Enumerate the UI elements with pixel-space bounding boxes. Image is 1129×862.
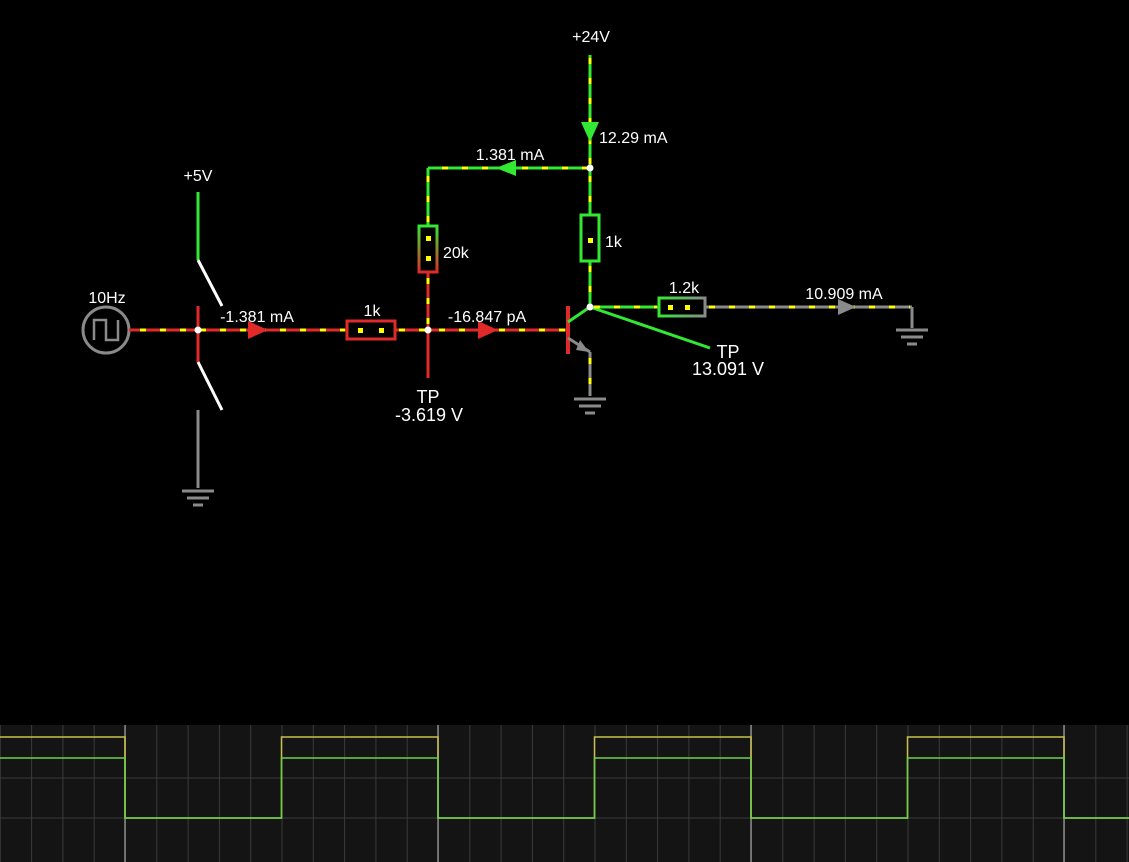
scope-trace-output — [0, 757, 1129, 819]
labels: +24V +5V 10Hz 12.29 mA 1.381 mA 20k 1k -… — [88, 29, 883, 425]
resistor-load[interactable] — [657, 296, 707, 318]
resistor-feedback[interactable] — [417, 224, 439, 274]
resistors — [345, 213, 707, 341]
junction-nodes — [194, 164, 594, 334]
load-resistor-label: 1.2k — [669, 280, 700, 297]
tp-base-value: -3.619 V — [395, 405, 463, 425]
switch-current-label: -1.381 mA — [220, 309, 294, 326]
npn-transistor[interactable] — [566, 305, 591, 354]
current-arrows — [248, 122, 856, 339]
resistor-base[interactable] — [345, 319, 397, 341]
supply-24v-label: +24V — [572, 29, 610, 46]
square-wave-source[interactable] — [81, 305, 134, 355]
tp-collector-label: TP — [716, 342, 739, 362]
ground-load-icon — [896, 328, 928, 346]
arrow-load — [838, 299, 856, 315]
feedback-current-label: 1.381 mA — [476, 147, 545, 164]
ground-emitter-icon — [574, 397, 606, 415]
supply-current-label: 12.29 mA — [599, 130, 668, 147]
current-dots — [140, 58, 910, 394]
arrow-base — [478, 321, 498, 339]
arrow-supply — [581, 122, 599, 142]
base-resistor-label: 1k — [364, 303, 382, 320]
supply-5v-label: +5V — [184, 168, 213, 185]
wires — [132, 55, 914, 396]
ground-switch-icon — [182, 489, 214, 507]
collector-resistor-label: 1k — [605, 234, 623, 251]
spdt-switch[interactable] — [196, 192, 224, 488]
wire-tp-collector[interactable] — [589, 305, 711, 350]
base-current-label: -16.847 pA — [448, 309, 527, 326]
scope-panel[interactable] — [0, 725, 1129, 862]
source-freq-label: 10Hz — [88, 290, 125, 307]
tp-base-label: TP — [416, 387, 439, 407]
arrow-switch — [248, 321, 268, 339]
load-current-label: 10.909 mA — [805, 286, 883, 303]
resistor-collector[interactable] — [579, 213, 601, 263]
arrow-feedback — [496, 160, 516, 176]
feedback-resistor-label: 20k — [443, 245, 470, 262]
tp-collector-value: 13.091 V — [692, 359, 764, 379]
